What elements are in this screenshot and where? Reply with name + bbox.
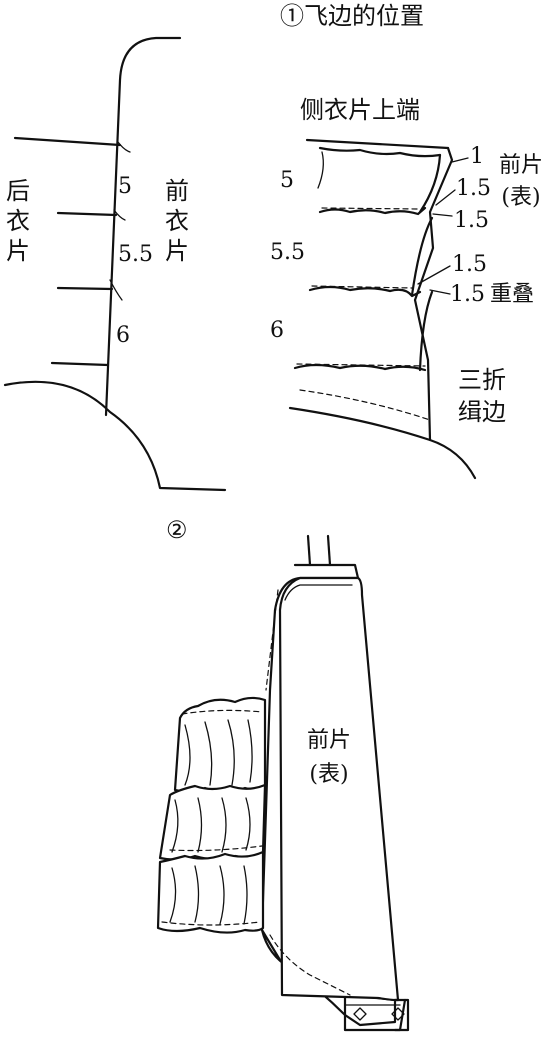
- button-diamond-2: [391, 1007, 405, 1021]
- ruffle-line-4: [50, 361, 110, 367]
- overlap-label: 重叠: [490, 282, 535, 307]
- fig1-front-face-label: 前片(表): [498, 153, 543, 210]
- left-spacing-3: 6: [116, 323, 130, 348]
- front-panel-inner: [284, 584, 353, 601]
- ruffle-tier-3-fold-b: [194, 865, 200, 923]
- ruffle-2-edge: [410, 216, 434, 297]
- tick-3: [109, 279, 123, 301]
- fig1-title: ①飞边的位置: [280, 2, 424, 30]
- right-spacing-3: 6: [270, 318, 284, 343]
- ruffle-tier-1-fold-a: [184, 724, 191, 786]
- ruffle-3-stitch: [296, 363, 426, 367]
- measure-1: 1: [470, 144, 484, 169]
- hem-stitch: [269, 934, 351, 996]
- front-panel: [278, 576, 400, 1002]
- pointer-1: [451, 157, 469, 163]
- ruffle-tier-3-fold-c: [219, 865, 225, 925]
- measure-4: 1.5: [452, 252, 487, 277]
- measure-3: 1.5: [454, 208, 489, 233]
- tick-1: [117, 141, 131, 153]
- ruffle-1-fold: [317, 151, 324, 189]
- ruffle-tier-3-fold-d: [243, 865, 248, 925]
- side-lower-dash: [299, 389, 431, 421]
- pointer-2: [435, 189, 456, 206]
- pointer-3: [432, 213, 453, 217]
- ruffle-2-bottom: [308, 285, 422, 298]
- side-lower-curve: [288, 406, 477, 480]
- ruffle-tier-2-fold-a: [171, 799, 179, 853]
- ruffle-1-top: [318, 146, 442, 158]
- tick-2: [113, 209, 126, 221]
- ruffle-tier-2-fold-d: [245, 797, 251, 851]
- ruffle-3-bottom: [293, 363, 427, 372]
- ruffle-tier-1-fold-b: [204, 721, 213, 786]
- back-piece-label: 后衣片: [6, 177, 30, 265]
- ruffle-tier-2-fold-c: [221, 797, 227, 853]
- strap-left: [306, 534, 312, 567]
- ruffle-tier-2-stitch: [169, 845, 263, 852]
- fig1-right-ruffles: [288, 138, 477, 480]
- ruffle-tier-1-fold-d: [247, 719, 253, 783]
- left-spacing-2: 5.5: [118, 242, 153, 267]
- edge-stitch: [265, 589, 279, 691]
- ruffle-tier-2-fold-b: [197, 797, 203, 853]
- pointer-5: [429, 289, 451, 295]
- button-diamond-1: [353, 1007, 367, 1021]
- left-spacing-1: 5: [118, 174, 132, 199]
- ruffle-1-edge: [418, 153, 442, 214]
- ruffle-tier-1-fold-c: [227, 719, 235, 786]
- front-piece-center-line: [104, 36, 182, 417]
- measure-2: 1.5: [456, 176, 491, 201]
- ruffle-tier-1-stitch: [181, 709, 263, 715]
- fig2-front-face-label: 前片(表): [306, 728, 351, 787]
- ruffle-1-stitch: [321, 207, 421, 210]
- ruffle-tier-2: [158, 783, 267, 861]
- front-piece-label: 前衣片: [165, 177, 189, 265]
- ruffle-tier-3-stitch: [161, 921, 261, 926]
- fig1-left-pattern: [3, 36, 227, 492]
- side-top-edge: [305, 138, 450, 150]
- pointer-4: [417, 265, 451, 285]
- hem-note: 三折缉边: [458, 366, 506, 426]
- fig2-title: ②: [166, 516, 188, 544]
- band-end: [393, 998, 410, 1032]
- ruffle-tier-3: [156, 850, 265, 934]
- fig2-garment: [156, 534, 410, 1032]
- ruffle-2-stitch: [311, 285, 413, 289]
- ruffle-1-bottom: [318, 206, 427, 216]
- right-spacing-1: 5: [280, 168, 294, 193]
- measure-5: 1.5: [450, 282, 485, 307]
- strap-right: [326, 534, 332, 567]
- ruffle-line-1: [13, 136, 122, 147]
- fig1-top-label: 侧衣片上端: [300, 96, 420, 124]
- ruffle-line-2: [56, 211, 118, 217]
- side-curve: [3, 380, 227, 492]
- ruffle-3-edge: [418, 290, 434, 372]
- right-spacing-2: 5.5: [270, 240, 305, 265]
- ruffle-tier-3-fold-a: [169, 867, 177, 923]
- ruffle-line-3: [56, 286, 114, 291]
- front-edge: [413, 146, 454, 442]
